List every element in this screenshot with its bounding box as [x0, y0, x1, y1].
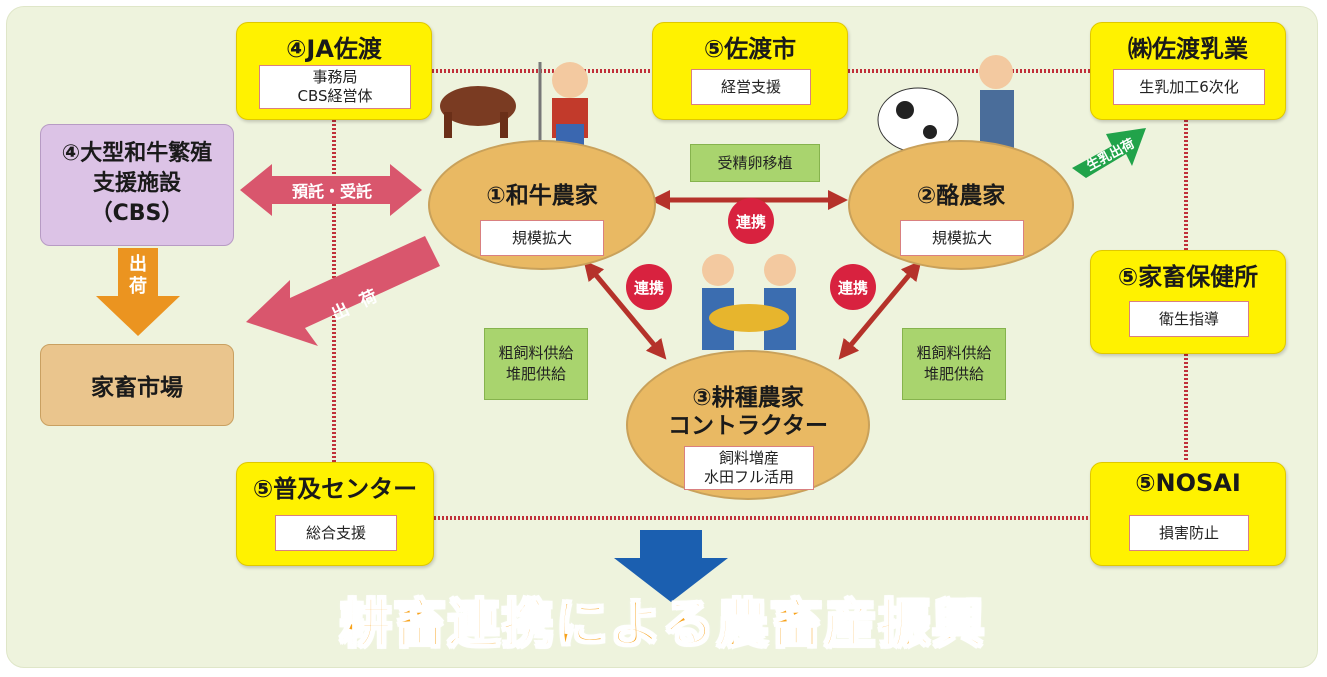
slogan-banner: 耕畜連携による農畜産振興 [339, 594, 987, 656]
ship-arrow [246, 236, 440, 346]
link-badge-left: 連携 [626, 264, 672, 310]
cbs-facility: ④大型和牛繁殖 支援施設 （CBS） [40, 124, 234, 246]
org-sado-city-title: ⑤佐渡市 [703, 35, 797, 63]
link-arrow-wagyu-crop [583, 260, 667, 360]
org-sado-dairy-co-role: 生乳加工6次化 [1113, 69, 1265, 105]
crop-farmers-illustration [702, 254, 796, 350]
org-nosai: ⑤NOSAI 損害防止 [1090, 462, 1286, 566]
org-livestock-health-role: 衛生指導 [1129, 301, 1249, 337]
crop-farm-role: 飼料増産 水田フル活用 [684, 446, 814, 490]
dairy-farm-role: 規模拡大 [900, 220, 1024, 256]
org-ja-sado-role: 事務局 CBS経営体 [259, 65, 411, 109]
org-ja-sado: ④JA佐渡 事務局 CBS経営体 [236, 22, 432, 120]
market-ship-label: 出 荷 [129, 254, 147, 297]
org-livestock-health-title: ⑤家畜保健所 [1117, 263, 1259, 291]
cattle-farmer-illustration [440, 62, 588, 160]
org-nosai-title: ⑤NOSAI [1135, 469, 1241, 497]
embryo-transfer-label: 受精卵移植 [690, 144, 820, 182]
link-arrow-dairy-crop [838, 260, 922, 360]
org-livestock-health: ⑤家畜保健所 衛生指導 [1090, 250, 1286, 354]
crop-farm: ③耕種農家 コントラクター 飼料増産 水田フル活用 [626, 350, 870, 500]
org-extension-center-role: 総合支援 [275, 515, 397, 551]
consign-label: 預託・受託 [291, 182, 372, 201]
market-ship-arrow [96, 248, 180, 336]
org-sado-city: ⑤佐渡市 経営支援 [652, 22, 848, 120]
org-sado-dairy-co-title: ㈱佐渡乳業 [1128, 35, 1248, 63]
cbs-facility-title: ④大型和牛繁殖 支援施設 （CBS） [61, 141, 213, 226]
link-badge-top: 連携 [728, 198, 774, 244]
dairy-farm-title: ②酪農家 [916, 183, 1006, 209]
wagyu-farm-title: ①和牛農家 [486, 183, 598, 209]
org-extension-center-title: ⑤普及センター [252, 475, 418, 503]
consign-arrow [240, 164, 422, 216]
crop-farm-title: ③耕種農家 コントラクター [667, 385, 829, 439]
dairy-farm: ②酪農家 規模拡大 [848, 140, 1074, 270]
link-badge-right: 連携 [830, 264, 876, 310]
livestock-market: 家畜市場 [40, 344, 234, 426]
result-arrow [614, 530, 728, 602]
org-sado-city-role: 経営支援 [691, 69, 811, 105]
wagyu-farm: ①和牛農家 規模拡大 [428, 140, 656, 270]
feed-supply-left: 粗飼料供給 堆肥供給 [484, 328, 588, 400]
feed-supply-right: 粗飼料供給 堆肥供給 [902, 328, 1006, 400]
org-sado-dairy-co: ㈱佐渡乳業 生乳加工6次化 [1090, 22, 1286, 120]
org-ja-sado-title: ④JA佐渡 [286, 35, 382, 63]
org-extension-center: ⑤普及センター 総合支援 [236, 462, 434, 566]
milk-arrow [1072, 128, 1146, 178]
dairy-farmer-illustration [877, 55, 1014, 153]
livestock-market-label: 家畜市場 [91, 375, 183, 401]
org-nosai-role: 損害防止 [1129, 515, 1249, 551]
wagyu-farm-role: 規模拡大 [480, 220, 604, 256]
